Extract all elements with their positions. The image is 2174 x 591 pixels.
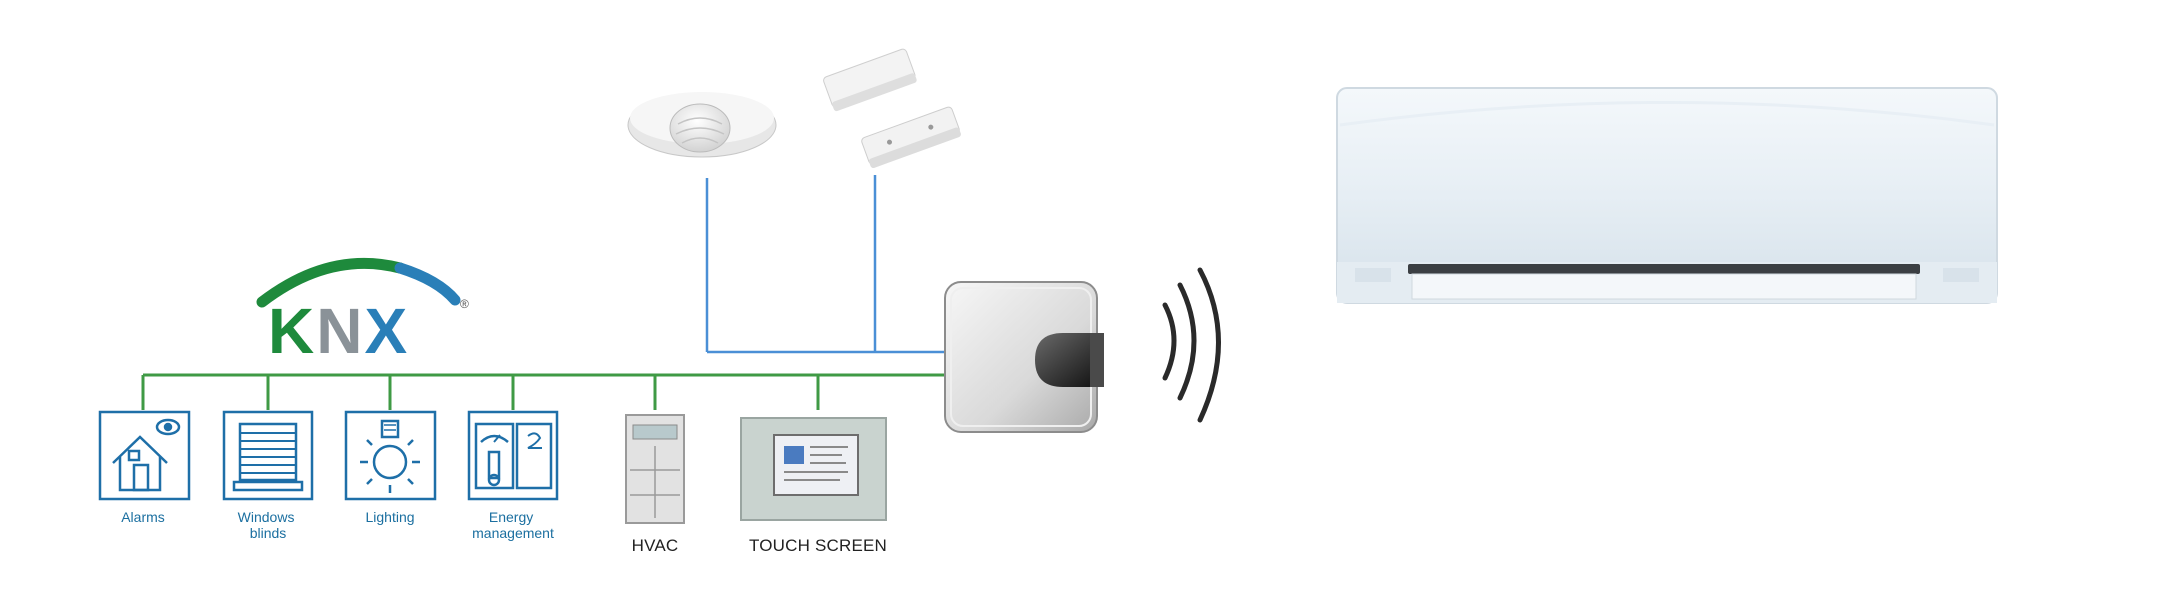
device-label: HVAC <box>632 536 679 555</box>
knx-letter-n: N <box>316 295 364 367</box>
device-label: Windows blinds <box>238 509 299 541</box>
knx-letter-x: X <box>364 295 409 367</box>
device-label: Energy management <box>472 509 554 541</box>
door-contact-icon <box>823 48 961 169</box>
knx-letter-k: K <box>268 295 316 367</box>
device-touch-screen: TOUCH SCREEN <box>740 417 887 555</box>
device-alarms: Alarms <box>98 410 191 525</box>
device-lighting: Lighting <box>344 410 437 525</box>
light-bulb-icon <box>344 410 437 501</box>
knx-logo: KNX ® <box>256 257 469 367</box>
wireless-waves-icon <box>1162 267 1221 423</box>
knx-logo-arc-blue <box>394 262 461 306</box>
ir-gateway-icon <box>944 281 1104 433</box>
device-windows-blinds: Windows blinds <box>222 410 314 541</box>
split-ac-unit-icon <box>1336 87 1998 304</box>
energy-gauge-icon <box>467 410 559 501</box>
device-label: Lighting <box>365 509 414 525</box>
registered-mark: ® <box>460 297 469 311</box>
device-label: Alarms <box>121 509 165 525</box>
device-hvac: HVAC <box>625 414 685 555</box>
motion-sensor-icon <box>627 92 777 158</box>
svg-text:KNX: KNX <box>268 295 409 367</box>
knx-bus <box>141 373 945 410</box>
wall-switch-icon <box>625 414 685 524</box>
window-blinds-icon <box>222 410 314 501</box>
device-label: TOUCH SCREEN <box>749 536 887 555</box>
house-eye-icon <box>98 410 191 501</box>
knx-logo-arc-green <box>256 257 406 308</box>
device-energy-management: Energy management <box>467 410 559 541</box>
touch-screen-icon <box>740 417 887 521</box>
sensor-wiring <box>705 175 945 354</box>
